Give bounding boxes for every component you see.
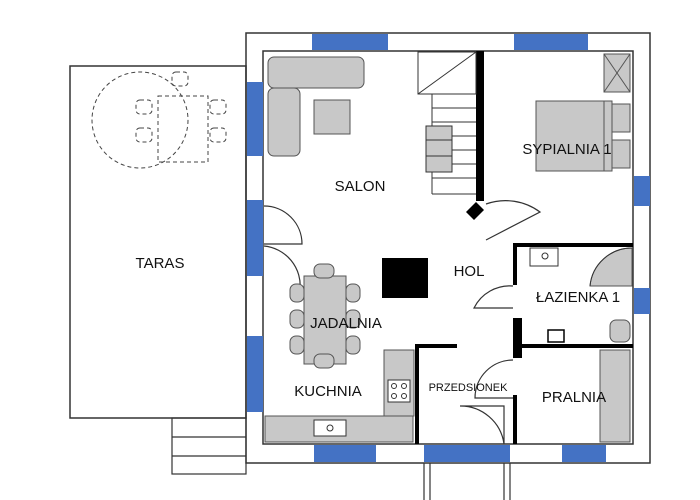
sink	[313, 419, 347, 437]
dining-set	[289, 263, 361, 369]
room-label-pralnia: PRALNIA	[542, 389, 606, 406]
laundry-furniture	[599, 349, 631, 443]
kitchen-furniture	[264, 349, 415, 443]
terrace-steps	[171, 417, 247, 475]
bathroom-fixtures	[529, 247, 633, 343]
room-label-przedsionek: PRZEDSIONEK	[429, 382, 509, 394]
room-label-kuchnia: KUCHNIA	[294, 383, 362, 400]
terrace	[69, 65, 247, 475]
room-label-salon: SALON	[335, 178, 386, 195]
room-labels: TARAS SALON SYPIALNIA 1 HOL ŁAZIENKA 1 J…	[136, 141, 621, 406]
room-label-sypialnia: SYPIALNIA 1	[522, 141, 611, 158]
coffee-table	[313, 99, 351, 135]
door-bedroom	[485, 200, 542, 241]
doors	[263, 200, 542, 445]
washbasin	[529, 247, 559, 267]
door-terrace-2	[263, 245, 301, 291]
toilet	[609, 319, 631, 343]
door-entrance	[459, 405, 505, 445]
interior-walls	[382, 51, 633, 444]
terrace-table-dashed	[91, 71, 227, 169]
salon-furniture	[267, 56, 365, 157]
windows	[247, 34, 650, 462]
bedroom-furniture	[535, 53, 631, 172]
bed	[535, 100, 605, 172]
door-salon-terrace	[263, 205, 303, 245]
sofa-side	[267, 87, 301, 157]
door-przedsionek	[474, 359, 514, 399]
staircase	[417, 51, 477, 195]
stove	[387, 379, 411, 403]
room-label-taras: TARAS	[136, 255, 185, 272]
room-label-hol: HOL	[454, 263, 485, 280]
door-bathroom	[473, 285, 514, 309]
room-label-jadalnia: JADALNIA	[310, 315, 382, 332]
room-label-lazienka: ŁAZIENKA 1	[536, 289, 620, 306]
sofa-top	[267, 56, 365, 89]
entrance-path	[423, 463, 511, 500]
